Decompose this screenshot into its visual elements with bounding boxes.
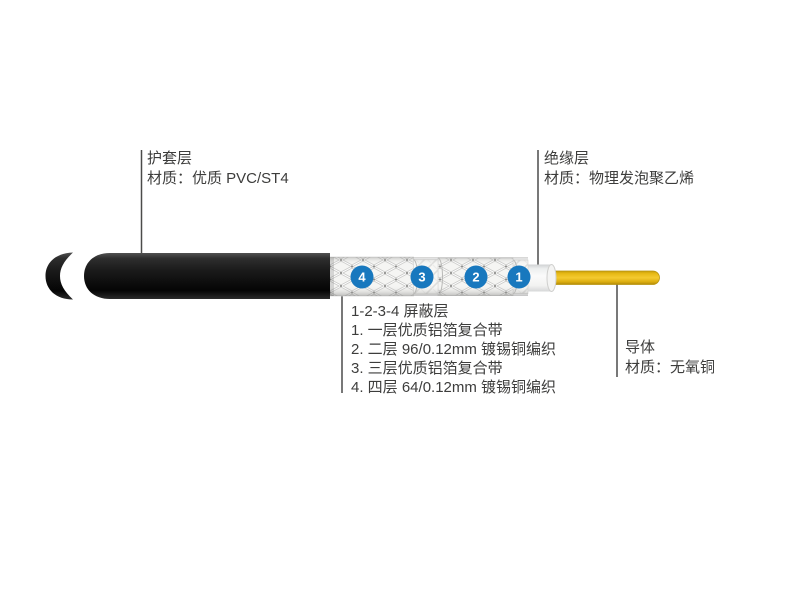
insulation-end-cap [546,264,557,292]
shield-label: 1-2-3-4 屏蔽层 1. 一层优质铝箔复合带 2. 二层 96/0.12mm… [351,302,556,397]
shield-marker-4 [350,265,374,289]
shield-label-item-2: 2. 二层 96/0.12mm 镀锡铜编织 [351,341,557,358]
jacket-end-cap [45,252,73,300]
jacket-label-material: 材质：优质 PVC/ST4 [147,170,289,187]
shield-marker-1 [507,265,531,289]
shield-label-item-1: 1. 一层优质铝箔复合带 [351,322,503,339]
shield-label-item-4: 4. 四层 64/0.12mm 镀锡铜编织 [351,379,557,396]
conductor-wire [548,270,660,285]
jacket-label-title: 护套层 [147,150,193,167]
shield-label-heading: 1-2-3-4 屏蔽层 [351,303,449,320]
jacket-cut-shadow [330,257,334,296]
shield-marker-2 [464,265,488,289]
conductor-label: 导体 材质：无氧铜 [625,338,715,378]
insulation-label-material: 材质：物理发泡聚乙烯 [544,170,695,187]
insulation-label: 绝缘层 材质：物理发泡聚乙烯 [544,149,694,189]
shield-marker-1-number: 1 [515,270,522,285]
cut-edge-3-2 [437,257,443,296]
jacket-layer [84,253,330,299]
shield-marker-4-number: 4 [358,270,366,285]
shield-marker-3 [410,265,434,289]
shield-marker-3-number: 3 [418,270,425,285]
conductor-label-title: 导体 [625,339,656,356]
shield-marker-2-number: 2 [472,270,479,285]
shield-label-item-3: 3. 三层优质铝箔复合带 [351,360,503,377]
insulation-label-title: 绝缘层 [544,150,590,167]
conductor-label-material: 材质：无氧铜 [625,359,716,376]
jacket-label: 护套层 材质：优质 PVC/ST4 [147,149,289,189]
shield-markers: 4 3 2 1 [350,265,531,289]
